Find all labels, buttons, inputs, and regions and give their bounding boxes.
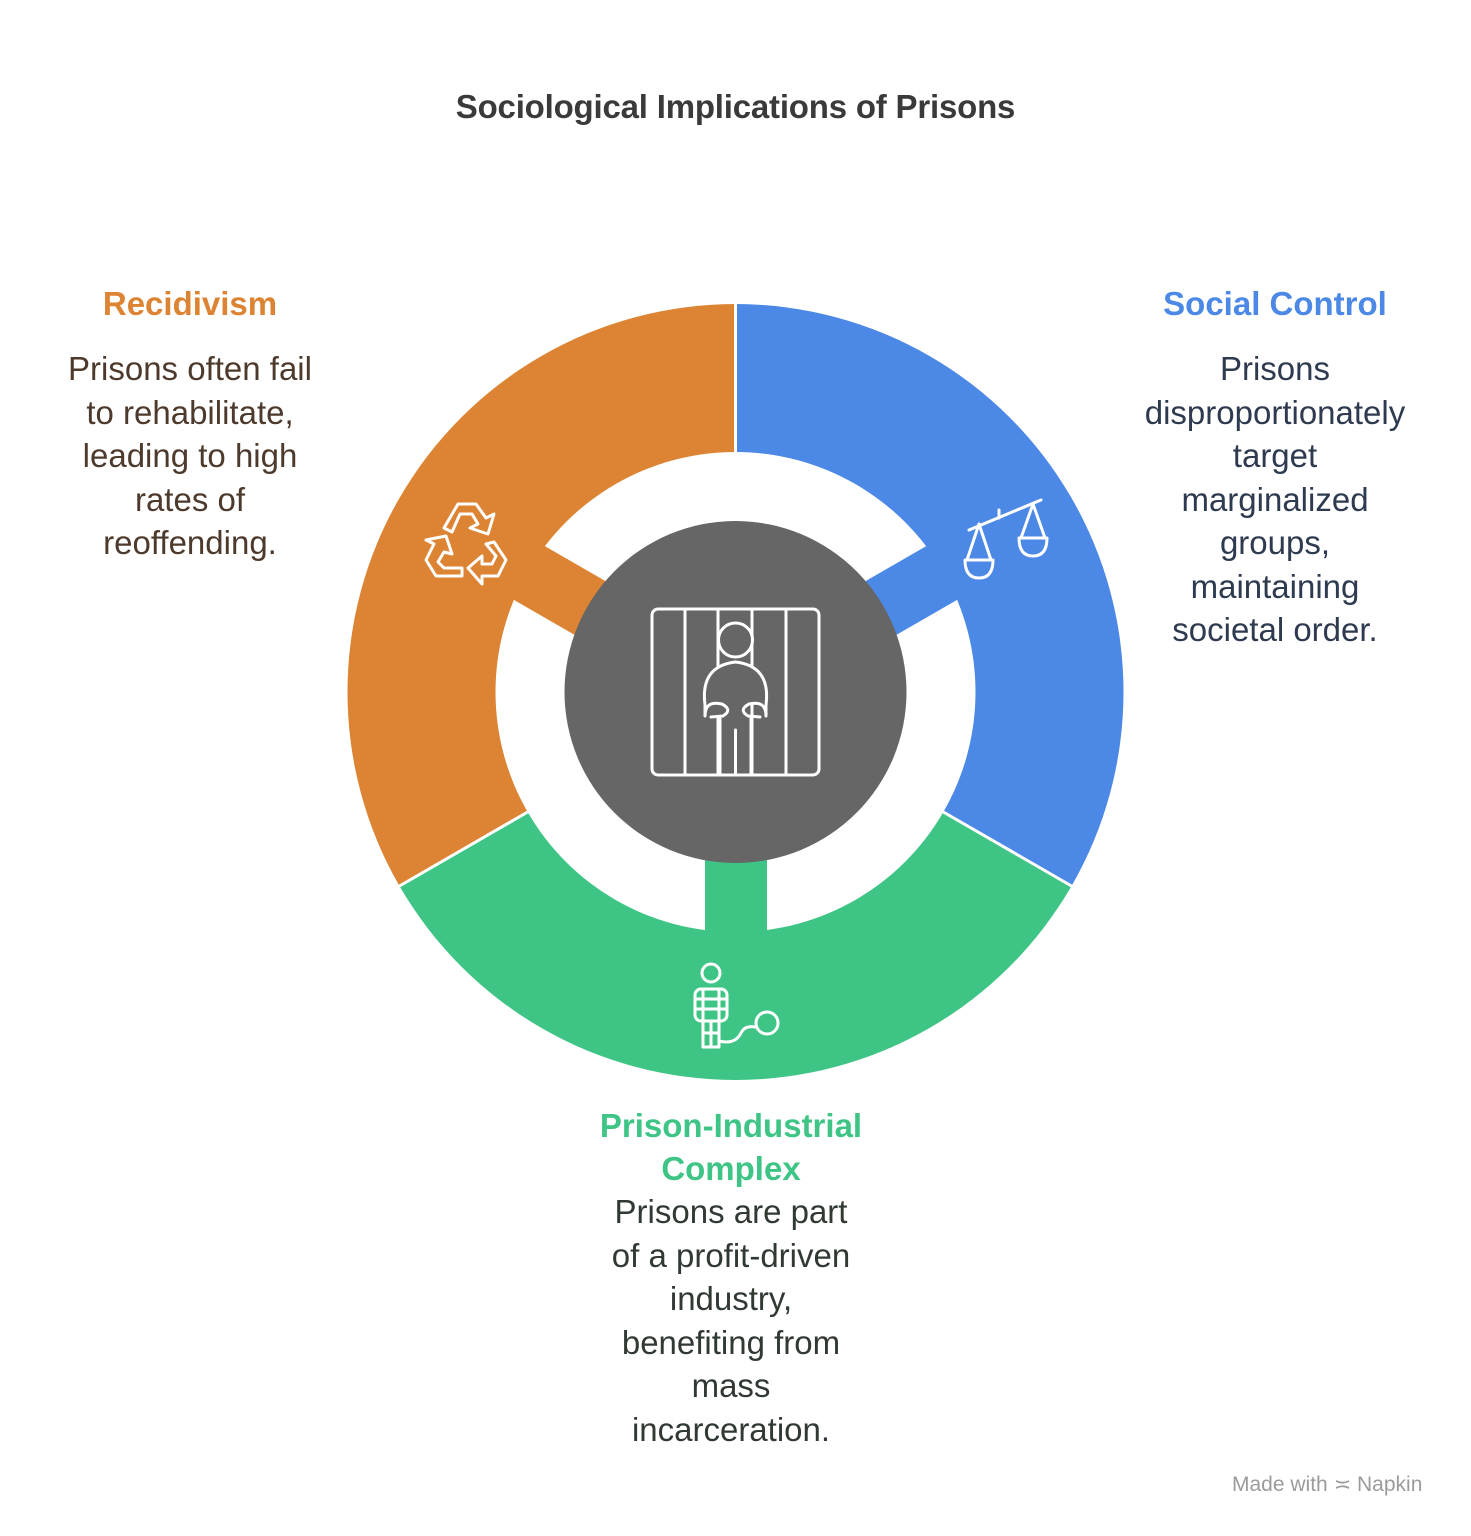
prison-industrial-heading-line: Complex (661, 1150, 801, 1187)
recidivism-line: to rehabilitate, (86, 393, 294, 431)
social-control-line: target (1232, 437, 1318, 474)
recidivism-line: leading to high (82, 437, 298, 474)
prison-industrial-complex-block: Prison-Industrial Complex Prisons are pa… (580, 1104, 882, 1451)
prisoner-ball-chain-icon (693, 962, 780, 1049)
segment-prison-industrial-complex (399, 812, 1072, 1080)
scales-icon (963, 498, 1049, 580)
segment-social-control (735, 304, 1124, 886)
prison-industrial-line: benefiting from (621, 1323, 841, 1361)
recidivism-description: Prisons often fail to rehabilitate, lead… (30, 347, 350, 565)
prison-industrial-line: mass (691, 1367, 771, 1404)
social-control-heading: Social Control (1163, 285, 1387, 322)
connector-prison-industrial-complex (705, 860, 767, 932)
social-control-line: groups, (1219, 524, 1331, 561)
prison-industrial-complex-heading: Prison-Industrial Complex (580, 1104, 882, 1190)
prisoner-behind-bars-icon (650, 607, 821, 777)
recycle-icon (424, 502, 508, 586)
napkin-logo-icon: ≍ (1333, 1473, 1352, 1496)
social-control-line: marginalized (1181, 480, 1369, 518)
segment-recidivism (347, 304, 736, 886)
prison-industrial-line: of a profit-driven (611, 1236, 851, 1274)
social-control-line: societal order. (1172, 611, 1378, 648)
prison-industrial-complex-description: Prisons are part of a profit-driven indu… (580, 1190, 882, 1451)
prison-industrial-line: Prisons are part (614, 1193, 848, 1230)
social-control-line: Prisons (1219, 350, 1331, 387)
recidivism-line: rates of (134, 480, 246, 518)
page-title: Sociological Implications of Prisons (455, 88, 1016, 125)
watermark-prefix: Made with (1232, 1473, 1328, 1496)
social-control-line: disproportionately (1144, 393, 1406, 431)
recidivism-heading: Recidivism (102, 285, 278, 322)
social-control-line: maintaining (1190, 567, 1360, 605)
recidivism-line: reoffending. (103, 524, 277, 561)
recidivism-block: Recidivism Prisons often fail to rehabil… (30, 282, 350, 565)
prison-industrial-line: incarceration. (631, 1410, 831, 1448)
segment-divider-left (395, 809, 531, 890)
napkin-watermark: Made with ≍ Napkin (1232, 1472, 1422, 1497)
social-control-description: Prisons disproportionately target margin… (1120, 347, 1430, 652)
segment-divider-right (940, 809, 1076, 890)
watermark-brand: Napkin (1357, 1473, 1423, 1496)
recidivism-line: Prisons often fail (68, 350, 312, 387)
social-control-block: Social Control Prisons disproportionatel… (1120, 282, 1430, 652)
prison-industrial-heading-line: Prison-Industrial (599, 1107, 863, 1144)
prison-industrial-line: industry, (669, 1280, 793, 1317)
